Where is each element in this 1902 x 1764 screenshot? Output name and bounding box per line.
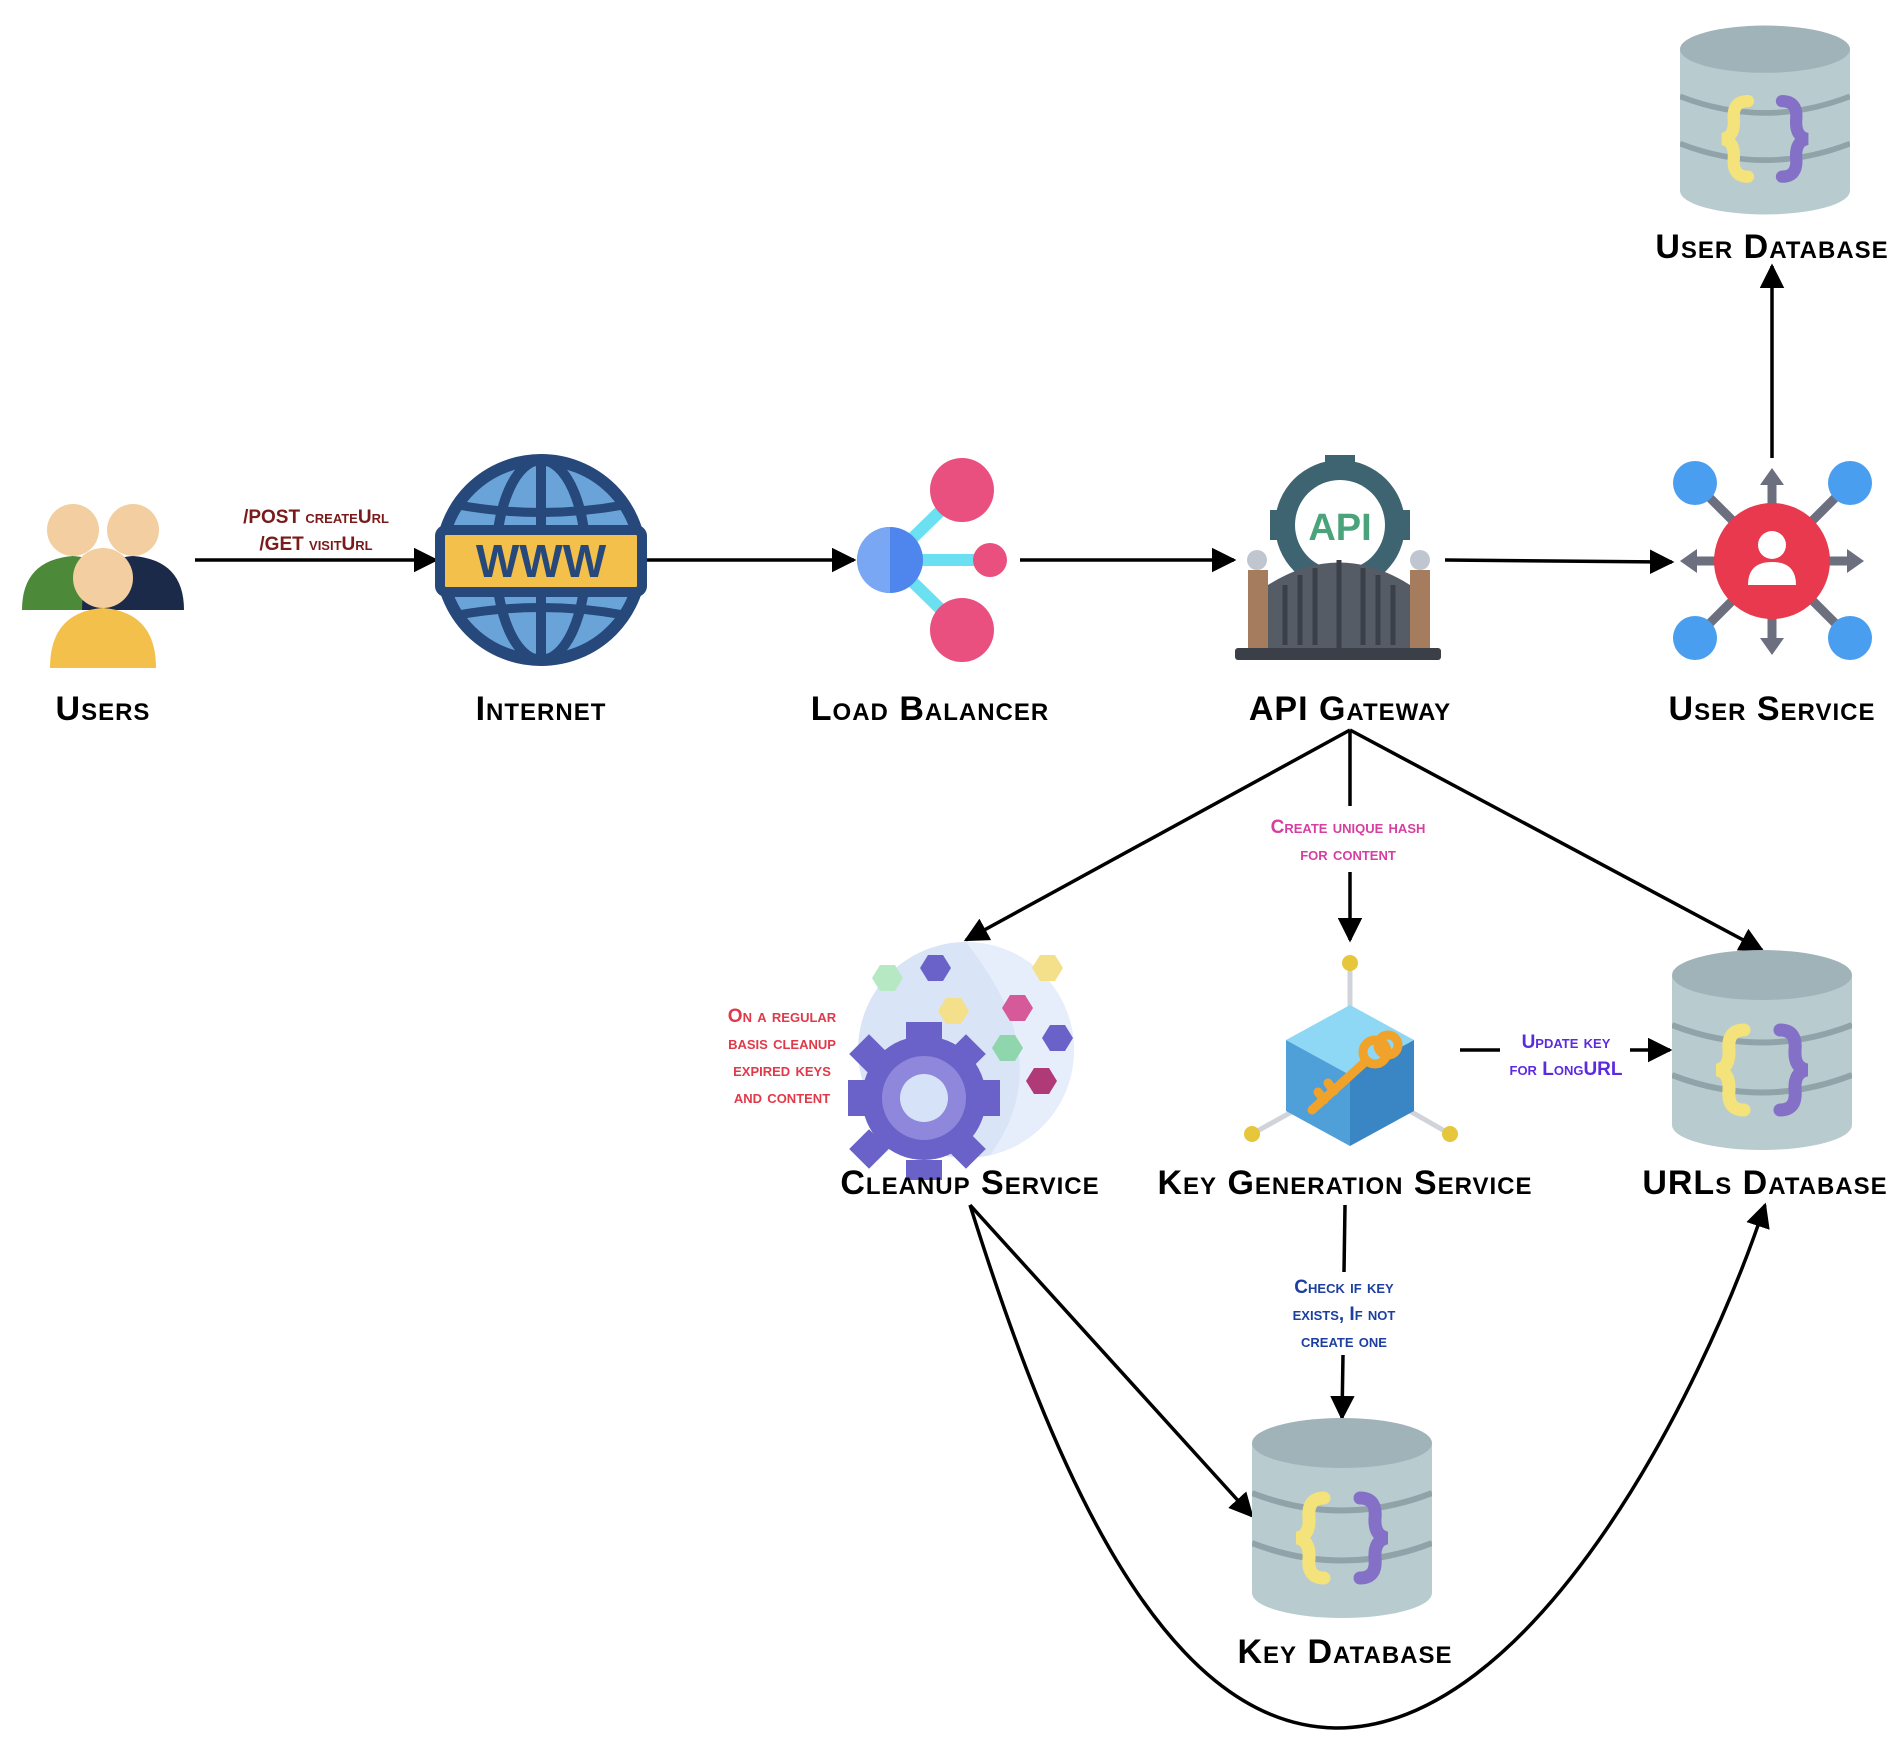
edge-label-line: Update key	[1522, 1032, 1611, 1053]
annotation-line: basis cleanup	[728, 1033, 836, 1054]
node-label-user-database: User Database	[1655, 228, 1888, 266]
edge-label-line: /POST createUrl	[243, 507, 389, 528]
edges	[195, 263, 1785, 1730]
api-text: API	[1308, 507, 1371, 549]
edge-label-line: create one	[1301, 1331, 1387, 1352]
node-label-cleanup-service: Cleanup Service	[840, 1164, 1099, 1202]
node-internet: WWW Internet	[435, 454, 647, 728]
key-cube-icon	[1244, 955, 1458, 1146]
database-braces-icon	[1672, 950, 1852, 1150]
node-users: Users	[22, 504, 184, 728]
edge-label-line: /GET visitUrl	[259, 534, 372, 555]
edge-label-line: Create unique hash	[1271, 817, 1426, 838]
users-group-icon	[22, 504, 184, 668]
node-urls-database: URLs Database	[1642, 950, 1887, 1202]
edge-api-gateway-user-service	[1444, 549, 1675, 575]
edge-label-line: Check if key	[1294, 1277, 1394, 1298]
edge-label-line: for LongURL	[1510, 1059, 1623, 1080]
node-user-service: User Service	[1669, 461, 1876, 728]
annotation-line: expired keys	[733, 1060, 831, 1081]
user-network-icon	[1673, 461, 1872, 660]
edge-label-create-hash: Create unique hash for content	[1271, 817, 1426, 865]
node-label-key-database: Key Database	[1237, 1633, 1452, 1671]
node-label-urls-database: URLs Database	[1642, 1164, 1887, 1202]
api-gate-icon: API	[1235, 455, 1441, 660]
node-label-load-balancer: Load Balancer	[811, 690, 1049, 728]
node-label-key-generation-service: Key Generation Service	[1157, 1164, 1532, 1202]
node-cleanup-service: Cleanup Service	[840, 942, 1099, 1202]
edge-key-generation-key-database-top	[1342, 1204, 1347, 1273]
annotation-line: On a regular	[728, 1006, 837, 1027]
node-label-internet: Internet	[476, 690, 607, 728]
node-key-database: Key Database	[1237, 1418, 1452, 1671]
annotation-cleanup-note: On a regular basis cleanup expired keys …	[728, 1006, 837, 1108]
edge-label-line: exists, If not	[1293, 1304, 1396, 1325]
annotation-line: and content	[734, 1087, 830, 1108]
database-braces-icon	[1680, 26, 1850, 215]
edge-label-users-internet: /POST createUrl /GET visitUrl	[243, 507, 389, 555]
edge-key-generation-key-database-bottom	[1330, 1354, 1355, 1421]
edge-label-update-key: Update key for LongURL	[1510, 1032, 1623, 1080]
edge-label-check-key: Check if key exists, If not create one	[1293, 1277, 1396, 1352]
edge-api-gateway-urls-database	[1349, 728, 1765, 952]
load-balancer-nodes-icon	[857, 458, 1007, 662]
globe-www-icon: WWW	[435, 454, 647, 666]
edge-label-line: for content	[1300, 844, 1396, 865]
node-label-api-gateway: API Gateway	[1249, 690, 1451, 728]
node-load-balancer: Load Balancer	[811, 458, 1049, 728]
node-key-generation-service: Key Generation Service	[1157, 955, 1532, 1202]
cleanup-gear-icon	[848, 942, 1074, 1180]
edge-api-gateway-cleanup-service	[963, 728, 1351, 942]
node-api-gateway: API API Gateway	[1235, 455, 1451, 728]
edge-cleanup-urls-database-curve	[968, 1202, 1770, 1730]
edge-cleanup-key-database	[968, 1203, 1254, 1518]
www-text: WWW	[476, 535, 607, 587]
node-label-users: Users	[56, 690, 151, 728]
node-label-user-service: User Service	[1669, 690, 1876, 728]
database-braces-icon	[1252, 1418, 1432, 1618]
node-user-database: User Database	[1655, 26, 1888, 266]
